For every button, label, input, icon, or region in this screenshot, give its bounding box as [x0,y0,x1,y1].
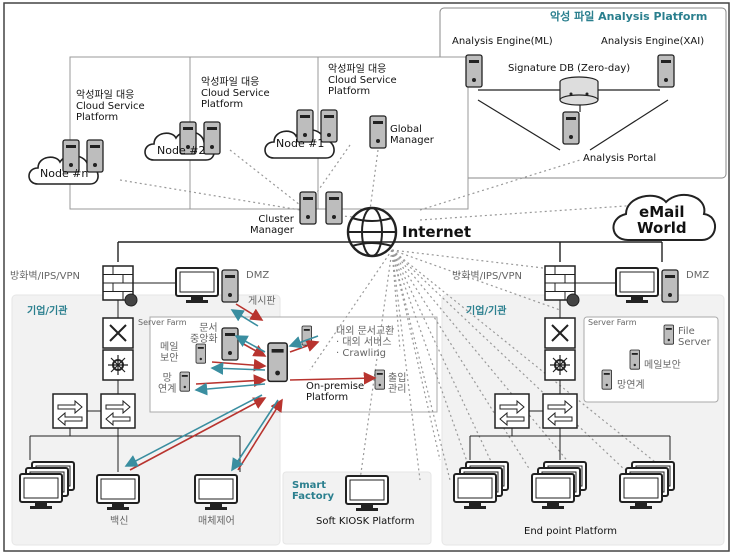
cloud-service-2-label: 악성파일 대응 Cloud Service Platform [201,77,270,111]
platform-title: 악성 파일 Analysis Platform [550,10,708,23]
kiosk-label: Soft KIOSK Platform [316,516,415,527]
smart-factory-label: Smart Factory [292,480,335,503]
signature-db-label: Signature DB (Zero-day) [508,63,631,74]
email-world-label: eMail World [637,203,687,237]
left-net-link-label: 망 연계 [158,373,177,396]
external-exchange-label: 대외 문서교환 · 대외 서비스 · Crawling [336,326,395,360]
right-net-link-label: 망연계 [617,380,645,391]
left-mail-security-label: 메일 보안 [160,342,179,365]
onprem-platform-label: On-premise Platform [306,381,365,404]
vaccine-label: 백신 [110,516,129,527]
doc-central-label: 문서 중앙화 [190,323,218,346]
analysis-portal-label: Analysis Portal [583,153,657,164]
right-enterprise-label: 기업/기관 [466,306,507,317]
cloud-service-n-label: 악성파일 대응 Cloud Service Platform [76,90,145,124]
right-mail-security-label: 메일보안 [644,360,681,371]
global-manager-label: Global Manager [390,124,434,147]
file-server-label: File Server [678,326,711,349]
left-firewall-label: 방화벽/IPS/VPN [10,271,81,282]
cluster-manager-label: Cluster Manager [250,214,294,237]
node-2-label: Node #2 [157,144,206,157]
left-server-farm-label: Server Farm [138,318,187,327]
node-n-label: Node #n [40,167,89,180]
right-dmz-label: DMZ [686,270,710,281]
right-server-farm-label: Server Farm [588,318,637,327]
endpoint-platform-label: End point Platform [524,526,618,537]
bulletin-label: 게시판 [248,296,276,307]
media-control-label: 매체제어 [198,516,235,527]
internet-label: Internet [402,223,472,241]
right-firewall-label: 방화벽/IPS/VPN [452,271,523,282]
access-control-label: 출입 관리 [388,373,407,396]
engine-xai-label: Analysis Engine(XAI) [601,36,705,47]
left-dmz-label: DMZ [246,270,270,281]
left-enterprise-label: 기업/기관 [27,306,68,317]
node-1-label: Node #1 [276,137,325,150]
engine-ml-label: Analysis Engine(ML) [452,36,553,47]
cloud-service-1-label: 악성파일 대응 Cloud Service Platform [328,64,397,98]
